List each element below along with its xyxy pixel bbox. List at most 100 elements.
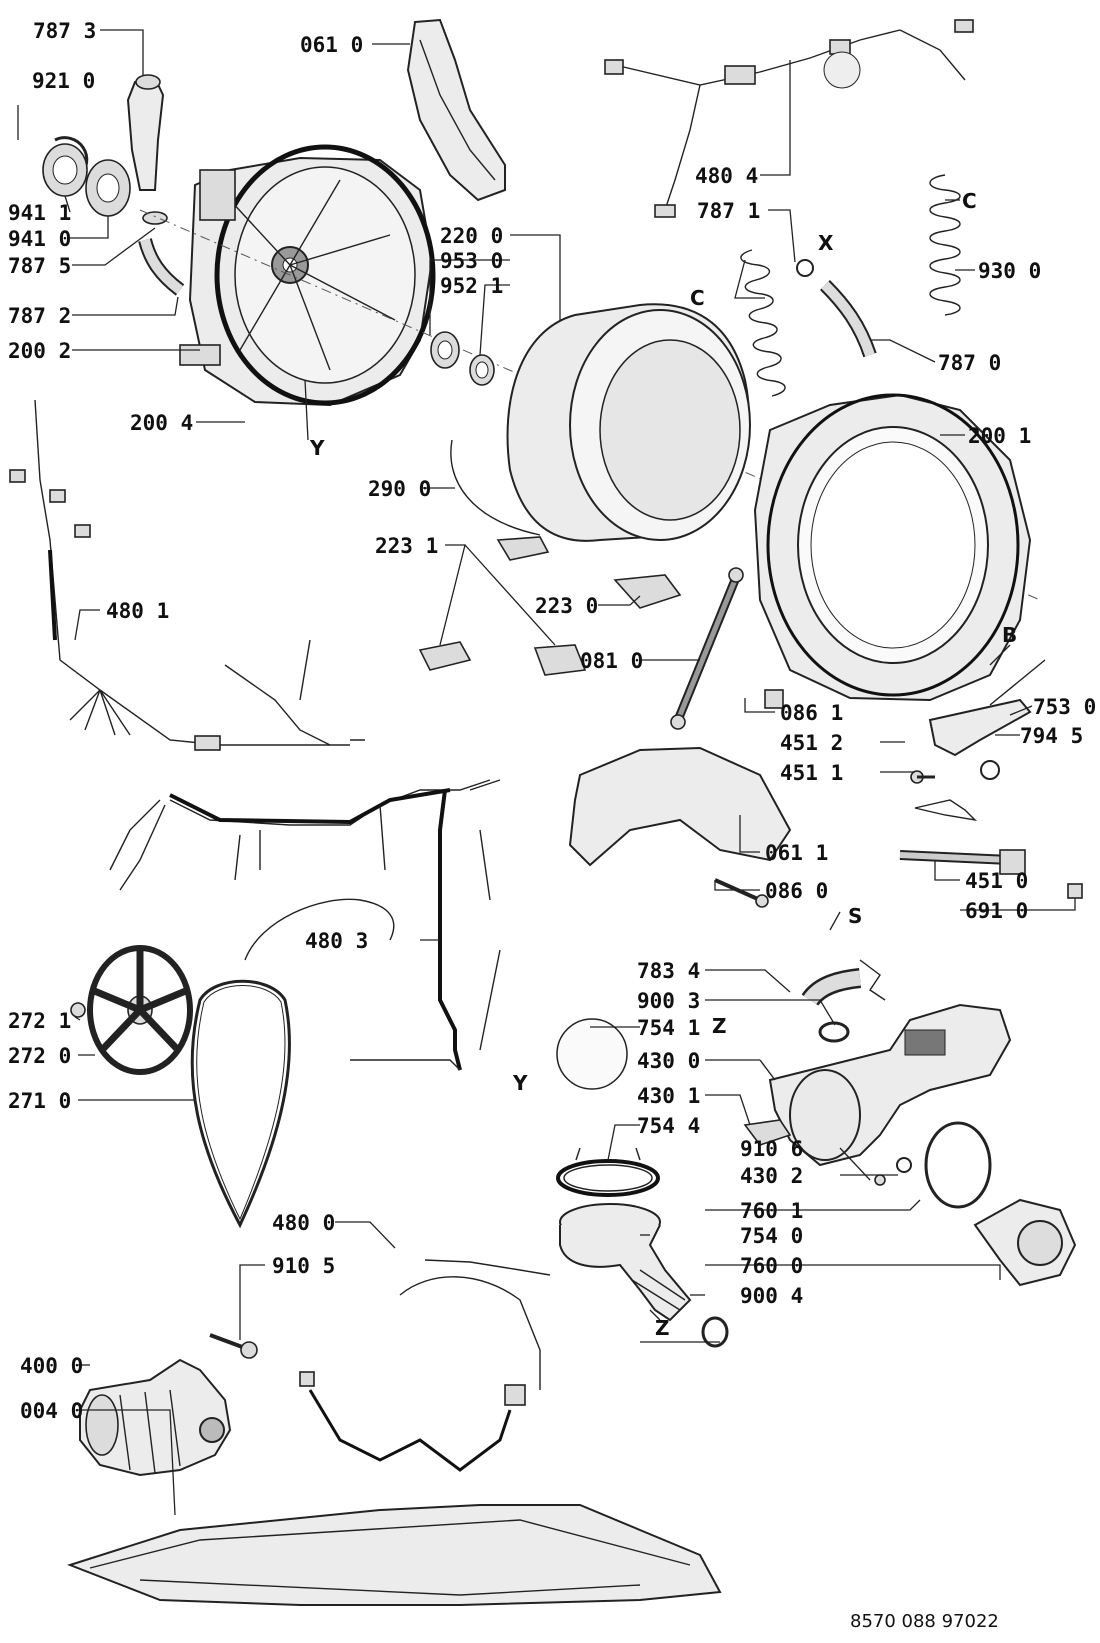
motor-400-0 — [79, 1358, 232, 1477]
label-900-3: 900 3 — [637, 989, 700, 1013]
paddle-223-1 — [418, 536, 587, 676]
label-921-0: 921 0 — [32, 69, 95, 93]
leader-lines — [17, 29, 1076, 1516]
label-451-1: 451 1 — [780, 761, 843, 785]
label-952-1: 952 1 — [440, 274, 503, 298]
part-labels: 787 3 921 0 941 1 941 0 787 5 787 2 200 … — [8, 19, 1096, 1423]
front-tub-200-1 — [753, 393, 1032, 702]
label-400-0: 400 0 — [20, 1354, 83, 1378]
counterweight-061-1 — [568, 746, 792, 867]
letter-markers: Y X C C B S Z Y Z — [309, 189, 1017, 1340]
label-941-1: 941 1 — [8, 201, 71, 225]
label-271-0: 271 0 — [8, 1089, 71, 1113]
hose-787-0 — [820, 280, 877, 358]
pulley-272-0 — [87, 945, 193, 1075]
spacer-952-1 — [469, 354, 495, 386]
damper-081-0 — [670, 567, 744, 730]
base-plate-004-0 — [66, 1504, 722, 1606]
label-200-4: 200 4 — [130, 411, 193, 435]
screw-910-6 — [874, 1174, 886, 1186]
pump-part-430-1 — [743, 1119, 792, 1146]
label-200-1: 200 1 — [968, 424, 1031, 448]
label-691-0: 691 0 — [965, 899, 1028, 923]
label-272-1: 272 1 — [8, 1009, 71, 1033]
label-451-2: 451 2 — [780, 731, 843, 755]
harness-480-4 — [604, 19, 974, 218]
sump-hose-754-0 — [559, 1203, 692, 1322]
bearing-941-0 — [85, 159, 131, 217]
marker-b: B — [1002, 623, 1017, 647]
label-787-0: 787 0 — [938, 351, 1001, 375]
paddle-223-0 — [613, 574, 682, 609]
drum-220-0 — [506, 303, 751, 542]
filter-760-0 — [973, 1198, 1077, 1287]
ring-794-5 — [980, 760, 1000, 780]
label-910-6: 910 6 — [740, 1137, 803, 1161]
label-430-1: 430 1 — [637, 1084, 700, 1108]
thermostat-753-0 — [928, 659, 1046, 757]
clip-787-1 — [796, 259, 814, 277]
spring-left — [740, 249, 786, 397]
label-200-2: 200 2 — [8, 339, 71, 363]
label-787-1: 787 1 — [697, 199, 760, 223]
nut-691-0 — [1067, 883, 1083, 899]
label-794-5: 794 5 — [1020, 724, 1083, 748]
label-910-5: 910 5 — [272, 1254, 335, 1278]
label-787-3: 787 3 — [33, 19, 96, 43]
bolt-272-1 — [70, 1002, 86, 1018]
label-061-1: 061 1 — [765, 841, 828, 865]
bracket-086-1 — [764, 689, 784, 709]
marker-z-pump: Z — [712, 1014, 727, 1038]
label-754-1: 754 1 — [637, 1016, 700, 1040]
label-451-0: 451 0 — [965, 869, 1028, 893]
label-953-0: 953 0 — [440, 249, 503, 273]
label-760-0: 760 0 — [740, 1254, 803, 1278]
harness-480-0 — [299, 1259, 551, 1472]
marker-c-left: C — [690, 286, 705, 310]
drain-pump-430-0 — [759, 1003, 1012, 1167]
marker-z-bottom: Z — [655, 1316, 670, 1340]
gasket-760-1 — [924, 1121, 992, 1209]
label-754-0: 754 0 — [740, 1224, 803, 1248]
screw-451-2 — [910, 770, 935, 784]
label-787-2: 787 2 — [8, 304, 71, 328]
label-061-0: 061 0 — [300, 33, 363, 57]
label-783-4: 783 4 — [637, 959, 700, 983]
ring-754-4 — [556, 1147, 660, 1197]
label-290-0: 290 0 — [368, 477, 431, 501]
label-753-0: 753 0 — [1033, 695, 1096, 719]
marker-s: S — [848, 904, 862, 928]
label-086-0: 086 0 — [765, 879, 828, 903]
label-480-3: 480 3 — [305, 929, 368, 953]
label-941-0: 941 0 — [8, 227, 71, 251]
label-480-4: 480 4 — [695, 164, 758, 188]
marker-y-top: Y — [309, 436, 325, 460]
harness-480-1 — [9, 399, 365, 751]
clamp-900-3 — [818, 1021, 850, 1043]
label-223-0: 223 0 — [535, 594, 598, 618]
clamp-band-290-0 — [450, 439, 541, 536]
label-430-2: 430 2 — [740, 1164, 803, 1188]
label-004-0: 004 0 — [20, 1399, 83, 1423]
label-480-0: 480 0 — [272, 1211, 335, 1235]
heater-451-0 — [899, 849, 1026, 875]
clamp-900-4 — [701, 1316, 729, 1348]
label-081-0: 081 0 — [580, 649, 643, 673]
label-220-0: 220 0 — [440, 224, 503, 248]
marker-y-ring: Y — [512, 1071, 528, 1095]
marker-c-right: C — [962, 189, 977, 213]
label-930-0: 930 0 — [978, 259, 1041, 283]
hose-787-5 — [138, 211, 185, 296]
label-900-4: 900 4 — [740, 1284, 803, 1308]
disc-754-1 — [556, 1018, 628, 1090]
label-760-1: 760 1 — [740, 1199, 803, 1223]
marker-x: X — [818, 231, 834, 255]
hose-783-4 — [801, 959, 886, 1007]
bearing-941-1 — [42, 143, 88, 197]
pressure-sensor-787-3 — [126, 74, 165, 191]
ring-430-2 — [896, 1157, 912, 1173]
counterweight-061-0 — [406, 18, 506, 202]
label-430-0: 430 0 — [637, 1049, 700, 1073]
spring-930-0 — [929, 174, 961, 316]
